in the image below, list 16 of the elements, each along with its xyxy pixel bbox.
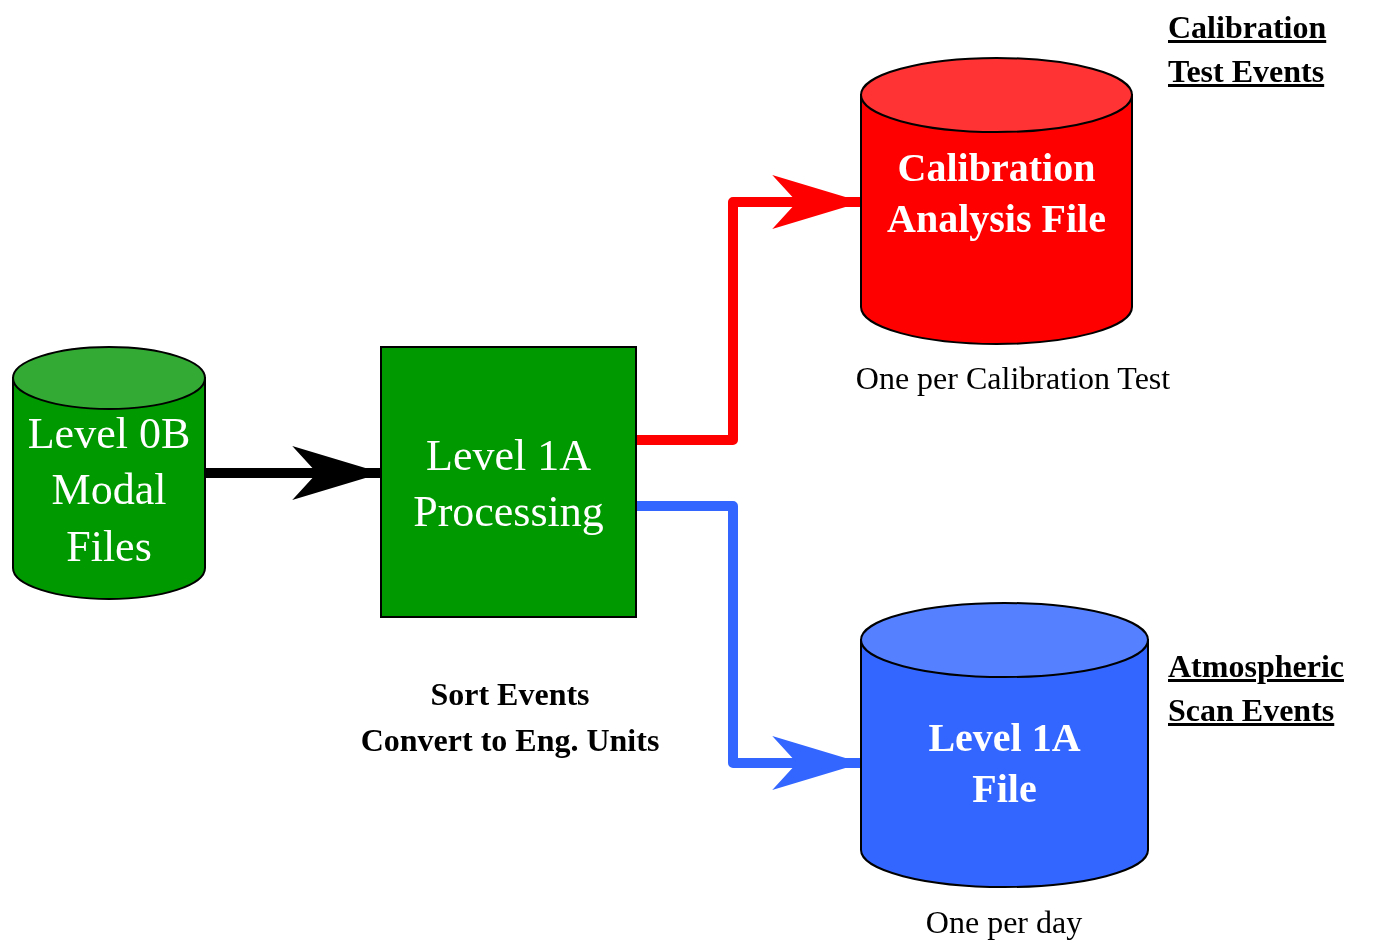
node-caption: One per Calibration Test <box>854 360 1172 397</box>
node-caption: Sort Events <box>429 676 591 713</box>
section-heading: Calibration Test Events <box>1168 8 1328 91</box>
node-label: Calibration Analysis File <box>886 144 1107 244</box>
database-cylinder <box>860 57 1133 345</box>
arrow <box>637 175 863 445</box>
node-label: Level 0B Modal Files <box>26 408 192 573</box>
node-label: Level 1A File <box>927 714 1082 814</box>
database-cylinder <box>860 602 1149 888</box>
node-caption: Convert to Eng. Units <box>359 722 661 759</box>
node-label: Level 1A Processing <box>412 430 605 539</box>
section-heading: Atmospheric Scan Events <box>1168 647 1345 730</box>
node-caption: One per day <box>924 904 1084 941</box>
arrow <box>637 501 863 790</box>
database-cylinder <box>12 346 206 600</box>
process-box <box>380 346 637 618</box>
